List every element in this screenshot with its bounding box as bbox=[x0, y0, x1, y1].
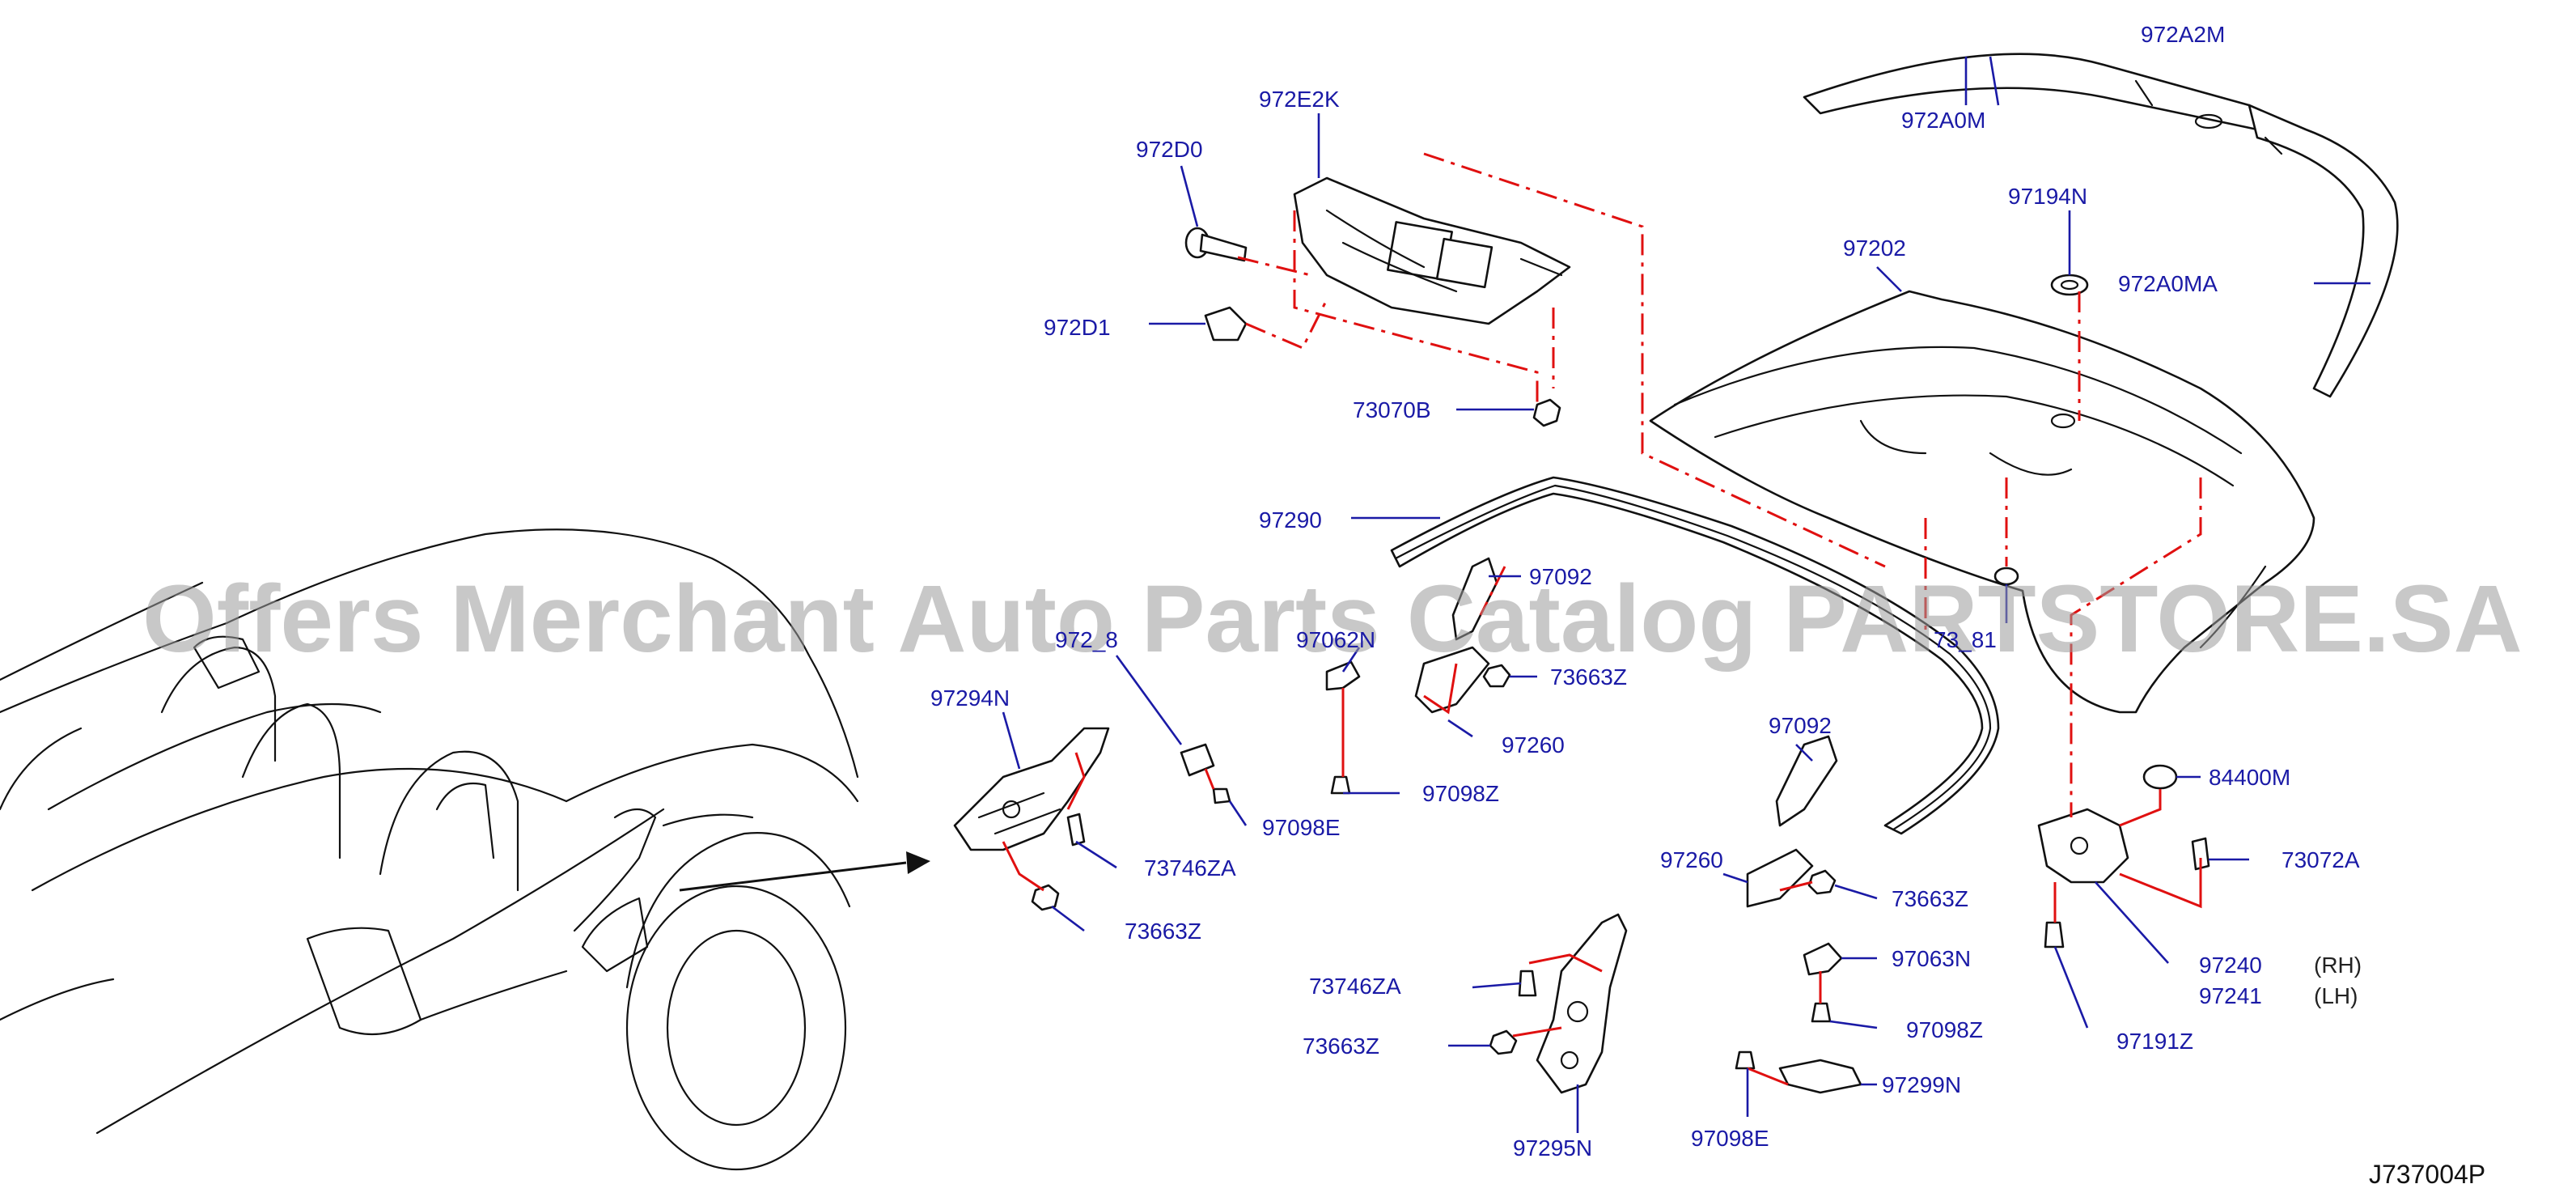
grommet-97194N bbox=[2050, 274, 2089, 296]
label-97063N: 97063N bbox=[1892, 946, 1971, 971]
clip-97063N bbox=[1803, 942, 1843, 1023]
label-73070B: 73070B bbox=[1353, 397, 1431, 422]
label-97240: 97240 bbox=[2199, 953, 2262, 978]
hinge-97294N bbox=[953, 727, 1110, 911]
label-73663Z-upper: 73663Z bbox=[1550, 664, 1627, 690]
label-97092-upper: 97092 bbox=[1529, 564, 1592, 589]
label-73663Z-left: 73663Z bbox=[1125, 919, 1201, 944]
label-73_81: 73_81 bbox=[1934, 627, 1997, 652]
label-972A2M: 972A2M bbox=[2141, 22, 2225, 47]
label-972D1: 972D1 bbox=[1044, 315, 1111, 340]
assembly-lines bbox=[1002, 152, 2202, 1086]
lock-mechanism-972E2K bbox=[1293, 176, 1571, 325]
label-84400M: 84400M bbox=[2209, 765, 2290, 790]
label-97194N: 97194N bbox=[2008, 184, 2087, 209]
label-97098Z-lower: 97098Z bbox=[1906, 1017, 1983, 1042]
label-97260-lower: 97260 bbox=[1660, 847, 1723, 872]
label-97062N: 97062N bbox=[1296, 627, 1375, 652]
label-73746ZA-lower: 73746ZA bbox=[1309, 974, 1401, 999]
trim-strip-parts bbox=[1803, 53, 2399, 398]
label-97295N: 97295N bbox=[1513, 1135, 1592, 1161]
latch-97240 bbox=[1993, 567, 2210, 948]
label-97098E-lower: 97098E bbox=[1691, 1126, 1769, 1151]
label-972A0M: 972A0M bbox=[1901, 108, 1985, 133]
label-73072A: 73072A bbox=[2282, 847, 2360, 872]
bolt-972D0 bbox=[1184, 227, 1248, 262]
hinge-link-upper bbox=[1414, 557, 1511, 714]
clip-972D1 bbox=[1204, 306, 1248, 342]
label-97299N: 97299N bbox=[1882, 1072, 1961, 1097]
leader-lines bbox=[1002, 56, 2371, 1133]
label-97290: 97290 bbox=[1259, 507, 1322, 533]
diagram-code: J737004P bbox=[2369, 1160, 2485, 1189]
label-972E2K: 972E2K bbox=[1259, 87, 1340, 112]
label-73746ZA-left: 73746ZA bbox=[1144, 855, 1236, 881]
car-illustration bbox=[0, 528, 930, 1171]
part-labels: 972A2M 972A0M 972A0MA 972E2K 972D0 972D1… bbox=[930, 22, 2362, 1161]
label-73663Z-right: 73663Z bbox=[1892, 886, 1968, 911]
label-97260-upper: 97260 bbox=[1502, 732, 1565, 758]
nut-73070B bbox=[1532, 398, 1561, 427]
label-97191Z: 97191Z bbox=[2116, 1029, 2193, 1054]
label-972D0: 972D0 bbox=[1136, 137, 1203, 162]
note-lh: (LH) bbox=[2314, 983, 2358, 1008]
label-97294N: 97294N bbox=[930, 685, 1010, 711]
note-rh: (RH) bbox=[2314, 953, 2362, 978]
weatherstrip-seal bbox=[1390, 476, 2000, 835]
label-972_8: 972_8 bbox=[1055, 627, 1118, 652]
label-97098Z-upper: 97098Z bbox=[1422, 781, 1499, 806]
label-972A0MA: 972A0MA bbox=[2118, 271, 2218, 296]
label-97202: 97202 bbox=[1843, 236, 1906, 261]
watermark-text: Offers Merchant Auto Parts Catalog PARTS… bbox=[142, 566, 2523, 673]
label-73663Z-lower: 73663Z bbox=[1303, 1033, 1379, 1059]
label-97092-lower: 97092 bbox=[1769, 713, 1832, 738]
label-97241: 97241 bbox=[2199, 983, 2262, 1008]
clip-972_8 bbox=[1180, 743, 1231, 804]
hinge-link-lower bbox=[1746, 735, 1838, 908]
deck-lid-panel bbox=[1649, 290, 2315, 714]
hinge-97295N bbox=[1489, 913, 1628, 1094]
label-97098E-left: 97098E bbox=[1262, 815, 1341, 840]
